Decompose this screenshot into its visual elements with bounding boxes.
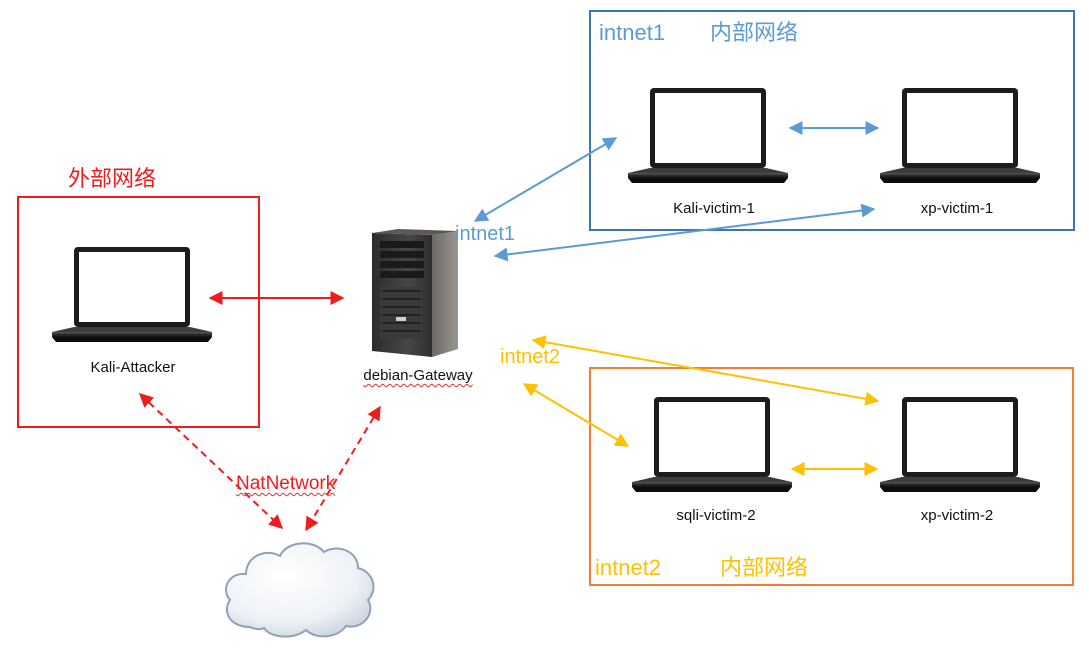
external-network-title: 外部网络 bbox=[68, 166, 157, 191]
kali-attacker-label: Kali-Attacker bbox=[90, 359, 176, 376]
intnet1-zone-title: 内部网络 bbox=[710, 20, 799, 45]
gateway-kali-victim-1-link bbox=[473, 137, 618, 222]
gateway-sqli-victim-2-link bbox=[522, 383, 630, 447]
gateway-label: debian-Gateway bbox=[363, 367, 473, 384]
sqli-victim-2-label: sqli-victim-2 bbox=[676, 507, 756, 524]
intnet2-zone-title: 内部网络 bbox=[720, 555, 809, 580]
intnet2-zone-name: intnet2 bbox=[595, 555, 662, 580]
gateway-xp-victim-2-link bbox=[531, 335, 880, 406]
attacker-cloud-natnetwork-link bbox=[138, 393, 284, 529]
gateway-cloud-natnetwork-link bbox=[305, 405, 381, 532]
gateway-xp-victim-1-link bbox=[493, 203, 876, 262]
xp-victim-1-label: xp-victim-1 bbox=[920, 200, 994, 217]
external-network-zone bbox=[17, 196, 260, 428]
intnet1-zone-name: intnet1 bbox=[599, 20, 666, 45]
xp-victim-2-label: xp-victim-2 bbox=[920, 507, 994, 524]
